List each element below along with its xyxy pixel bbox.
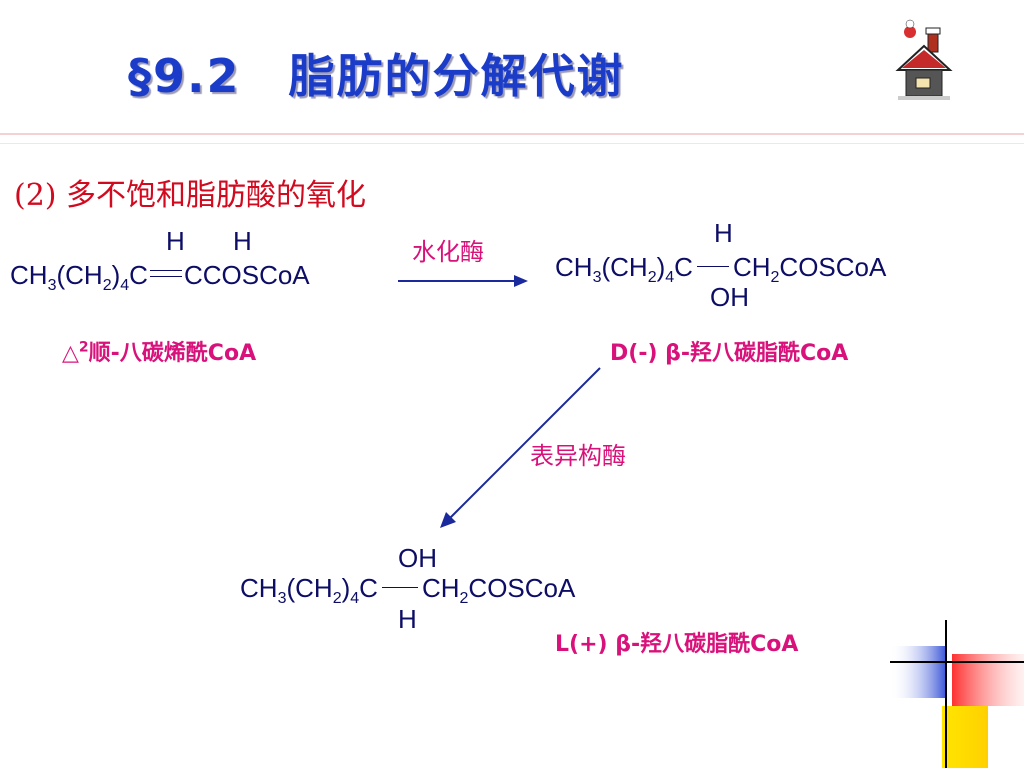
corner-decoration xyxy=(890,620,1024,768)
product1-oh: OH xyxy=(710,282,749,312)
product2-name: L(+) β-羟八碳脂酰CoA xyxy=(555,632,799,657)
product1-h: H xyxy=(714,218,733,248)
substrate-h-left: H xyxy=(166,226,185,256)
product2-h: H xyxy=(398,604,417,634)
double-bond xyxy=(148,270,184,277)
substrate-name: △2顺-八碳烯酰CoA xyxy=(62,339,257,366)
product2-oh: OH xyxy=(398,543,437,573)
substrate-h-right: H xyxy=(233,226,252,256)
single-bond-2 xyxy=(378,587,422,588)
reaction-arrow-2 xyxy=(440,367,601,528)
enzyme-hydratase: 水化酶 xyxy=(412,238,484,266)
title-divider-secondary xyxy=(0,143,1024,144)
product1-name: D(-) β-羟八碳脂酰CoA xyxy=(610,341,849,366)
house-icon xyxy=(895,19,953,100)
enzyme-epimerase: 表异构酶 xyxy=(530,442,626,470)
title-divider xyxy=(0,133,1024,135)
single-bond xyxy=(693,266,733,267)
section-heading: (2) 多不饱和脂肪酸的氧化 xyxy=(14,178,367,213)
reaction-arrow-1 xyxy=(398,275,528,287)
page-title: §9.2 脂肪的分解代谢 xyxy=(128,49,625,103)
